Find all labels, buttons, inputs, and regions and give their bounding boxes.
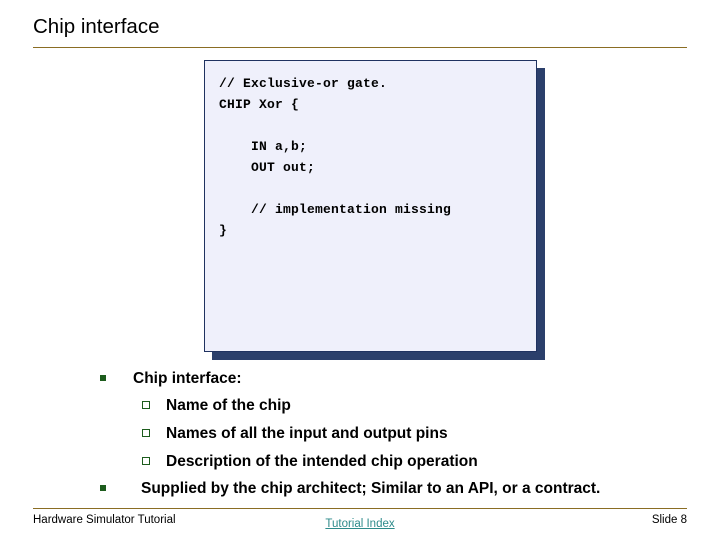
slide-number: Slide 8: [651, 514, 687, 526]
bullet-level2-label: Description of the intended chip operati…: [166, 453, 478, 470]
bullet-level2-label: Names of all the input and output pins: [166, 425, 448, 442]
title-divider: [33, 47, 687, 48]
bullet-list: Chip interface: Name of the chip Names o…: [95, 366, 695, 477]
hollow-square-bullet-icon: [142, 401, 150, 409]
page-title: Chip interface: [33, 15, 160, 38]
bullet-level2-name-of-chip: Name of the chip: [95, 393, 695, 418]
tutorial-index-link[interactable]: Tutorial Index: [325, 518, 395, 530]
footer: Hardware Simulator Tutorial Tutorial Ind…: [33, 514, 687, 534]
title-area: Chip interface: [33, 14, 687, 48]
footer-left-text: Hardware Simulator Tutorial: [33, 514, 176, 526]
footer-divider: [33, 508, 687, 509]
filled-square-bullet-icon: [100, 485, 106, 491]
bullet-level1-chip-interface: Chip interface:: [95, 366, 695, 391]
footer-center: Tutorial Index: [33, 514, 687, 532]
filled-square-bullet-icon: [100, 375, 106, 381]
bullet-level2-pin-names: Names of all the input and output pins: [95, 421, 695, 446]
code-box: // Exclusive-or gate. CHIP Xor { IN a,b;…: [204, 60, 537, 352]
bullet-level2-operation-description: Description of the intended chip operati…: [95, 449, 695, 474]
bullet-level1-supplied-by-architect: Supplied by the chip architect; Similar …: [95, 476, 695, 501]
bullet-level1-label: Chip interface:: [133, 370, 242, 387]
code-snippet: // Exclusive-or gate. CHIP Xor { IN a,b;…: [219, 76, 452, 238]
bullet-level2-label: Name of the chip: [166, 397, 291, 414]
hollow-square-bullet-icon: [142, 429, 150, 437]
bullet-final-label: Supplied by the chip architect; Similar …: [141, 480, 601, 497]
hollow-square-bullet-icon: [142, 457, 150, 465]
